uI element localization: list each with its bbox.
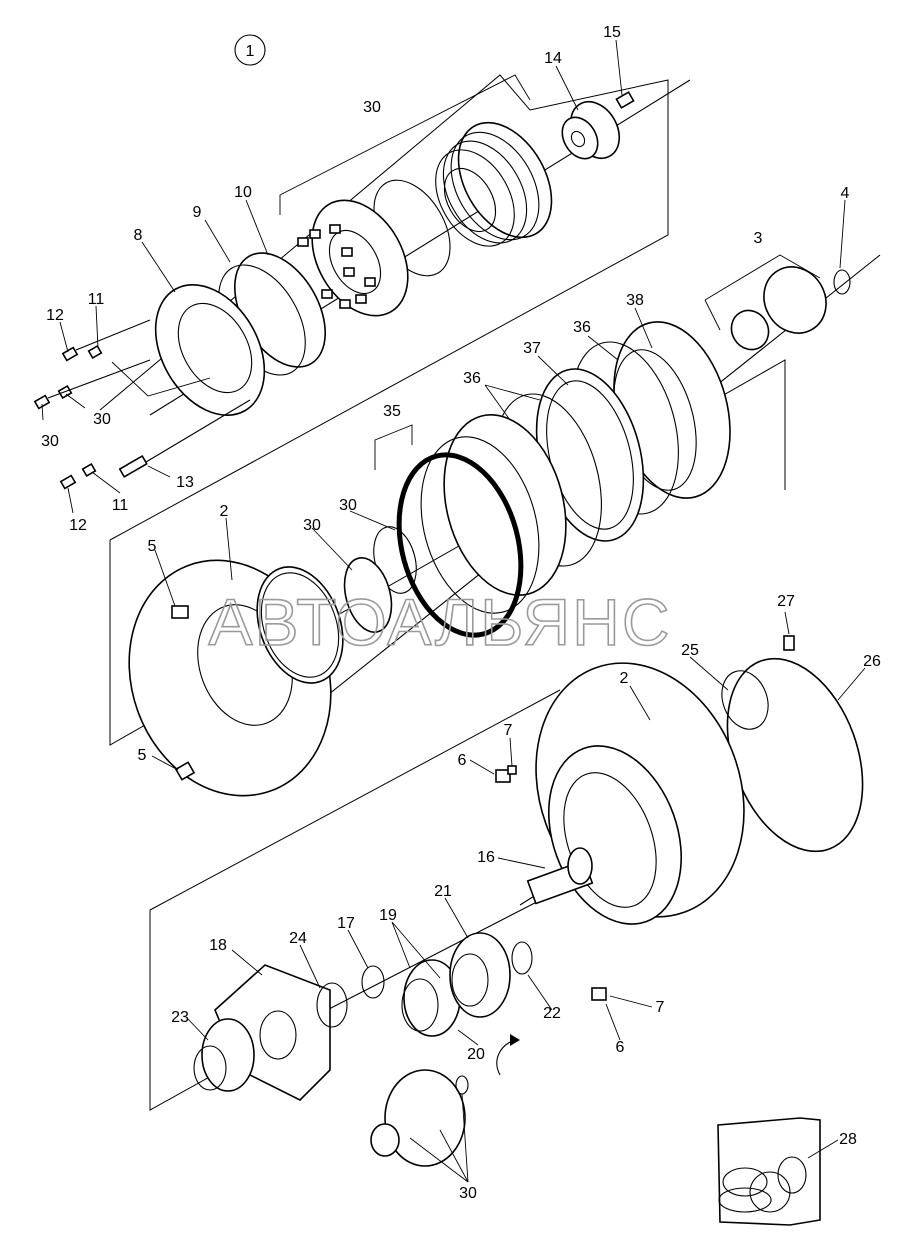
- part-30-springs: [297, 224, 376, 309]
- callout-7-a: 7: [504, 722, 513, 739]
- callout-30-top: 30: [363, 99, 381, 116]
- callout-18: 18: [209, 937, 227, 954]
- callout-30-mid-1: 30: [303, 517, 321, 534]
- callout-36-b: 36: [463, 370, 481, 387]
- callout-6-a: 6: [458, 752, 467, 769]
- callout-12-b: 12: [69, 517, 87, 534]
- callout-25: 25: [681, 642, 699, 659]
- callout-16: 16: [477, 849, 495, 866]
- rotation-arrow: [496, 1034, 520, 1076]
- callout-15: 15: [603, 24, 621, 41]
- part-25-gasket: [721, 670, 769, 730]
- callout-11-a: 11: [88, 291, 105, 308]
- callout-6-b: 6: [616, 1039, 625, 1056]
- upper-assembly-frame: [99, 74, 669, 541]
- callout-5-b: 5: [138, 747, 147, 764]
- callout-8: 8: [134, 227, 143, 244]
- callout-37: 37: [523, 340, 541, 357]
- callout-30-mid-2: 30: [339, 497, 357, 514]
- callout-28: 28: [839, 1131, 857, 1148]
- callout-30-bottom: 30: [459, 1185, 477, 1202]
- callout-3: 3: [754, 230, 763, 247]
- callout-4: 4: [841, 185, 850, 202]
- callout-35: 35: [383, 403, 401, 420]
- leader-lines: [41, 39, 866, 1183]
- callout-12-a: 12: [46, 307, 64, 324]
- callout-27: 27: [777, 593, 795, 610]
- callout-7-b: 7: [656, 999, 665, 1016]
- figure-number: 1: [246, 43, 255, 60]
- callout-26: 26: [863, 653, 881, 670]
- part-21-planet-gear: [449, 932, 511, 1018]
- callout-24: 24: [289, 930, 307, 947]
- part-35-clutch-pack: [396, 414, 567, 638]
- callout-9: 9: [193, 204, 202, 221]
- watermark: АВТОАЛЬЯНС: [209, 585, 672, 659]
- callout-23: 23: [171, 1009, 189, 1026]
- callout-2-b: 2: [620, 670, 629, 687]
- callout-22: 22: [543, 1005, 561, 1022]
- callout-13: 13: [176, 474, 194, 491]
- part-15-pin: [615, 91, 635, 109]
- part-28-seal-kit-bag: [717, 1117, 821, 1226]
- part-30-seal-rings-middle: [343, 526, 417, 633]
- callout-5-a: 5: [148, 538, 157, 555]
- part-8-housing-cover: [154, 284, 266, 416]
- callout-labels: 15 14 30 4 3 10 9 8 11 12 30 30 13 12 11…: [41, 24, 881, 1202]
- middle-assembly-frame: [109, 359, 786, 746]
- callout-30-left-2: 30: [41, 433, 59, 450]
- callout-11-b: 11: [112, 497, 129, 514]
- part-22-snap-ring: [511, 941, 533, 975]
- part-24-ring: [316, 982, 348, 1028]
- callout-20: 20: [467, 1046, 485, 1063]
- part-30-gear-assembly-bottom: [370, 1069, 469, 1167]
- callout-19: 19: [379, 907, 397, 924]
- callout-17: 17: [337, 915, 355, 932]
- part-23-splined-shaft: [193, 1018, 255, 1092]
- figure-number-badge: 1: [234, 34, 266, 66]
- part-14-bearing-hub: [561, 100, 621, 160]
- part-6-7-plugs: [495, 765, 607, 1001]
- callout-10: 10: [234, 184, 252, 201]
- part-3-gear-hub: [730, 266, 827, 351]
- part-27-screw: [783, 635, 795, 651]
- callout-38: 38: [626, 292, 644, 309]
- callout-21: 21: [434, 883, 452, 900]
- part-17-washer: [361, 965, 385, 999]
- part-16-shaft: [526, 847, 594, 905]
- part-5-plugs: [171, 605, 196, 781]
- callout-30-left-1: 30: [93, 411, 111, 428]
- callout-2-a: 2: [220, 503, 229, 520]
- part-4-snap-ring: [833, 269, 851, 295]
- part-30-clutch-disc-pack: [435, 121, 553, 247]
- bolts-lower: [59, 399, 251, 490]
- bolts-upper: [33, 319, 151, 410]
- callout-36-a: 36: [573, 319, 591, 336]
- part-2-drum-housing: [128, 559, 344, 797]
- callout-14: 14: [544, 50, 562, 67]
